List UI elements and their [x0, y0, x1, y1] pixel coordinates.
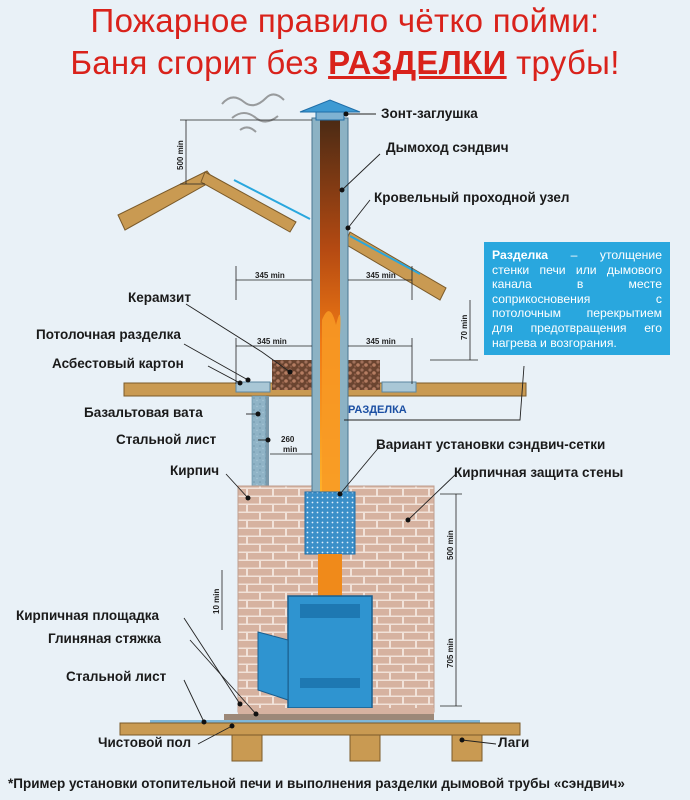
dim-500-top: 500 min [176, 140, 185, 170]
smoke [221, 93, 285, 133]
dim-345-roof-right: 345 min [366, 271, 396, 280]
title-line-1: Пожарное правило чётко пойми: [90, 2, 600, 39]
log-1 [231, 734, 263, 762]
leader-lines [183, 113, 525, 745]
label-brick-pad: Кирпичная площадка [16, 608, 160, 623]
leader-dots [201, 111, 465, 743]
label-ceiling-cut: Потолочная разделка [36, 327, 181, 342]
label-asbestos: Асбестовый картон [52, 356, 184, 371]
razdelka-tag: РАЗДЕЛКА [348, 404, 407, 416]
basalt-wool [251, 395, 267, 487]
asbestos-left [235, 381, 271, 393]
label-umbrella: Зонт-заглушка [381, 106, 478, 121]
title-line-2-start: Баня сгорит без [70, 44, 329, 81]
finish-floor [119, 722, 521, 736]
title-line-2-end: трубы! [506, 44, 620, 81]
dim-345-ceil-left: 345 min [257, 337, 287, 346]
sandwich-mesh [304, 491, 356, 555]
log-3 [451, 734, 483, 762]
steel-sheet-floor [150, 720, 480, 723]
label-logs: Лаги [498, 735, 530, 750]
dim-345-ceil-right: 345 min [366, 337, 396, 346]
umbrella-cap [299, 99, 361, 121]
log-2 [349, 734, 381, 762]
label-steel-sheet-top: Стальной лист [116, 432, 217, 447]
brick-pad [238, 708, 434, 714]
dim-260: 260 [281, 435, 295, 444]
label-brick: Кирпич [170, 463, 220, 478]
flue-flame [318, 554, 342, 598]
sandwich-chimney [311, 117, 349, 505]
label-roof-unit: Кровельный проходной узел [374, 190, 570, 205]
asbestos-right [381, 381, 417, 393]
dim-500-wall: 500 min [446, 530, 455, 560]
info-term: Разделка [492, 248, 549, 262]
dim-70: 70 min [460, 314, 469, 340]
label-clay: Глиняная стяжка [48, 631, 162, 646]
title-line-2: Баня сгорит без РАЗДЕЛКИ трубы! [0, 44, 690, 82]
clay-screed [224, 714, 434, 720]
title-keyword: РАЗДЕЛКИ [328, 44, 507, 81]
roof [117, 170, 447, 301]
dimension-lines [180, 119, 478, 707]
stove [257, 595, 373, 709]
label-brick-wall: Кирпичная защита стены [454, 465, 624, 480]
label-keramzit: Керамзит [128, 290, 191, 305]
dim-345-roof-left: 345 min [255, 271, 285, 280]
info-box: Разделка – утолщение стенки печи или дым… [484, 242, 670, 355]
info-text: – утолщение стенки печи или дымового кан… [492, 248, 662, 350]
label-basalt: Базальтовая вата [84, 405, 203, 420]
dim-705: 705 min [446, 638, 455, 668]
label-sandwich-mesh: Вариант установки сэндвич-сетки [376, 437, 606, 452]
label-steel-sheet-bottom: Стальной лист [66, 669, 167, 684]
footnote: *Пример установки отопительной печи и вы… [8, 776, 625, 791]
dim-260-unit: min [283, 445, 298, 454]
label-floor: Чистовой пол [98, 735, 192, 750]
label-chimney: Дымоход сэндвич [386, 140, 509, 155]
dim-10: 10 min [212, 588, 221, 614]
